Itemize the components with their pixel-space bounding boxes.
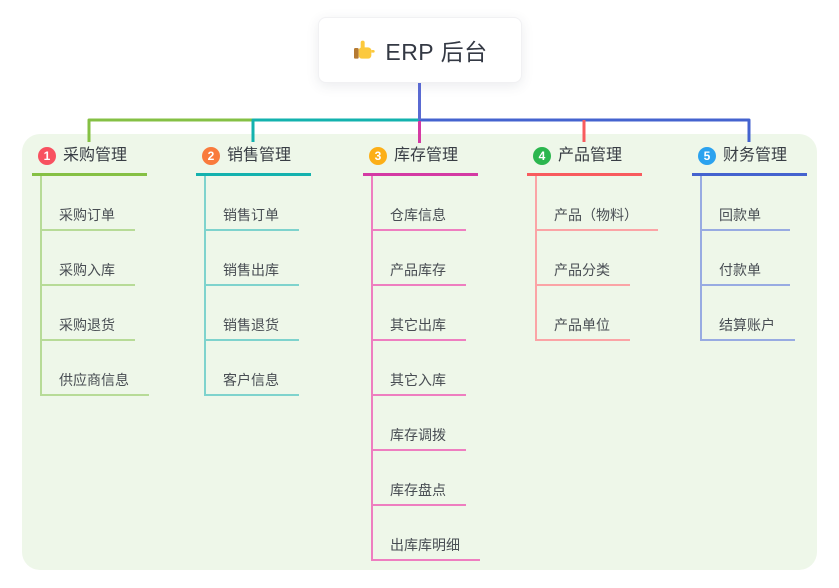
child-node[interactable]: 出库库明细 — [373, 506, 480, 561]
child-label: 产品库存 — [390, 262, 446, 278]
child-label: 库存盘点 — [390, 482, 446, 498]
branch-children: 回款单 付款单 结算账户 — [700, 176, 795, 341]
child-node[interactable]: 销售出库 — [206, 231, 299, 286]
branch-number-badge: 3 — [369, 147, 387, 165]
child-node[interactable]: 产品（物料） — [537, 176, 658, 231]
child-label: 销售出库 — [223, 262, 279, 278]
child-label: 采购入库 — [59, 262, 115, 278]
branch-children: 仓库信息 产品库存 其它出库 其它入库 库存调拨 库存盘点 出库库明细 — [371, 176, 480, 561]
branch-children: 销售订单 销售出库 销售退货 客户信息 — [204, 176, 299, 396]
child-node[interactable]: 其它入库 — [373, 341, 466, 396]
branch-finance: 5 财务管理 回款单 付款单 结算账户 — [692, 146, 807, 341]
child-node[interactable]: 回款单 — [702, 176, 790, 231]
child-label: 产品分类 — [554, 262, 610, 278]
branch-title-label: 库存管理 — [394, 147, 459, 164]
child-node[interactable]: 产品分类 — [537, 231, 630, 286]
root-node-erp[interactable]: ERP 后台 — [318, 17, 522, 83]
child-label: 销售订单 — [223, 207, 279, 223]
child-label: 仓库信息 — [390, 207, 446, 223]
branch-title-purchase[interactable]: 1 采购管理 — [32, 146, 147, 176]
child-label: 产品单位 — [554, 317, 610, 333]
child-label: 供应商信息 — [59, 372, 129, 388]
child-node[interactable]: 结算账户 — [702, 286, 795, 341]
branch-number-badge: 1 — [38, 147, 56, 165]
child-node[interactable]: 其它出库 — [373, 286, 466, 341]
branch-number-badge: 4 — [533, 147, 551, 165]
child-node[interactable]: 采购订单 — [42, 176, 135, 231]
child-node[interactable]: 客户信息 — [206, 341, 299, 396]
branch-title-finance[interactable]: 5 财务管理 — [692, 146, 807, 176]
child-label: 产品（物料） — [554, 207, 638, 223]
branch-title-inventory[interactable]: 3 库存管理 — [363, 146, 478, 176]
child-node[interactable]: 供应商信息 — [42, 341, 149, 396]
child-label: 结算账户 — [719, 317, 775, 333]
child-label: 回款单 — [719, 207, 761, 223]
child-label: 出库库明细 — [390, 537, 460, 553]
child-label: 采购订单 — [59, 207, 115, 223]
child-node[interactable]: 采购退货 — [42, 286, 135, 341]
child-node[interactable]: 库存盘点 — [373, 451, 466, 506]
branch-number-badge: 5 — [698, 147, 716, 165]
mindmap-background-panel — [22, 134, 817, 570]
branch-inventory: 3 库存管理 仓库信息 产品库存 其它出库 其它入库 库存调拨 库存盘点 出库库… — [363, 146, 480, 561]
branch-title-label: 销售管理 — [227, 147, 292, 164]
branch-title-product[interactable]: 4 产品管理 — [527, 146, 642, 176]
branch-number-badge: 2 — [202, 147, 220, 165]
child-node[interactable]: 采购入库 — [42, 231, 135, 286]
branch-title-sales[interactable]: 2 销售管理 — [196, 146, 311, 176]
branch-title-label: 财务管理 — [723, 147, 788, 164]
thumbs-up-icon — [354, 40, 376, 59]
child-label: 其它入库 — [390, 372, 446, 388]
child-node[interactable]: 销售退货 — [206, 286, 299, 341]
child-label: 客户信息 — [223, 372, 279, 388]
root-node-label: ERP 后台 — [385, 39, 488, 65]
child-node[interactable]: 产品库存 — [373, 231, 466, 286]
child-node[interactable]: 库存调拨 — [373, 396, 466, 451]
child-node[interactable]: 付款单 — [702, 231, 790, 286]
branch-purchase: 1 采购管理 采购订单 采购入库 采购退货 供应商信息 — [32, 146, 149, 396]
branch-sales: 2 销售管理 销售订单 销售出库 销售退货 客户信息 — [196, 146, 311, 396]
child-label: 销售退货 — [223, 317, 279, 333]
branch-title-label: 采购管理 — [63, 147, 128, 164]
branch-product: 4 产品管理 产品（物料） 产品分类 产品单位 — [527, 146, 658, 341]
child-label: 付款单 — [719, 262, 761, 278]
child-node[interactable]: 产品单位 — [537, 286, 630, 341]
child-label: 采购退货 — [59, 317, 115, 333]
branch-children: 采购订单 采购入库 采购退货 供应商信息 — [40, 176, 149, 396]
branch-title-label: 产品管理 — [558, 147, 623, 164]
child-label: 其它出库 — [390, 317, 446, 333]
child-node[interactable]: 仓库信息 — [373, 176, 466, 231]
branch-children: 产品（物料） 产品分类 产品单位 — [535, 176, 658, 341]
child-label: 库存调拨 — [390, 427, 446, 443]
child-node[interactable]: 销售订单 — [206, 176, 299, 231]
